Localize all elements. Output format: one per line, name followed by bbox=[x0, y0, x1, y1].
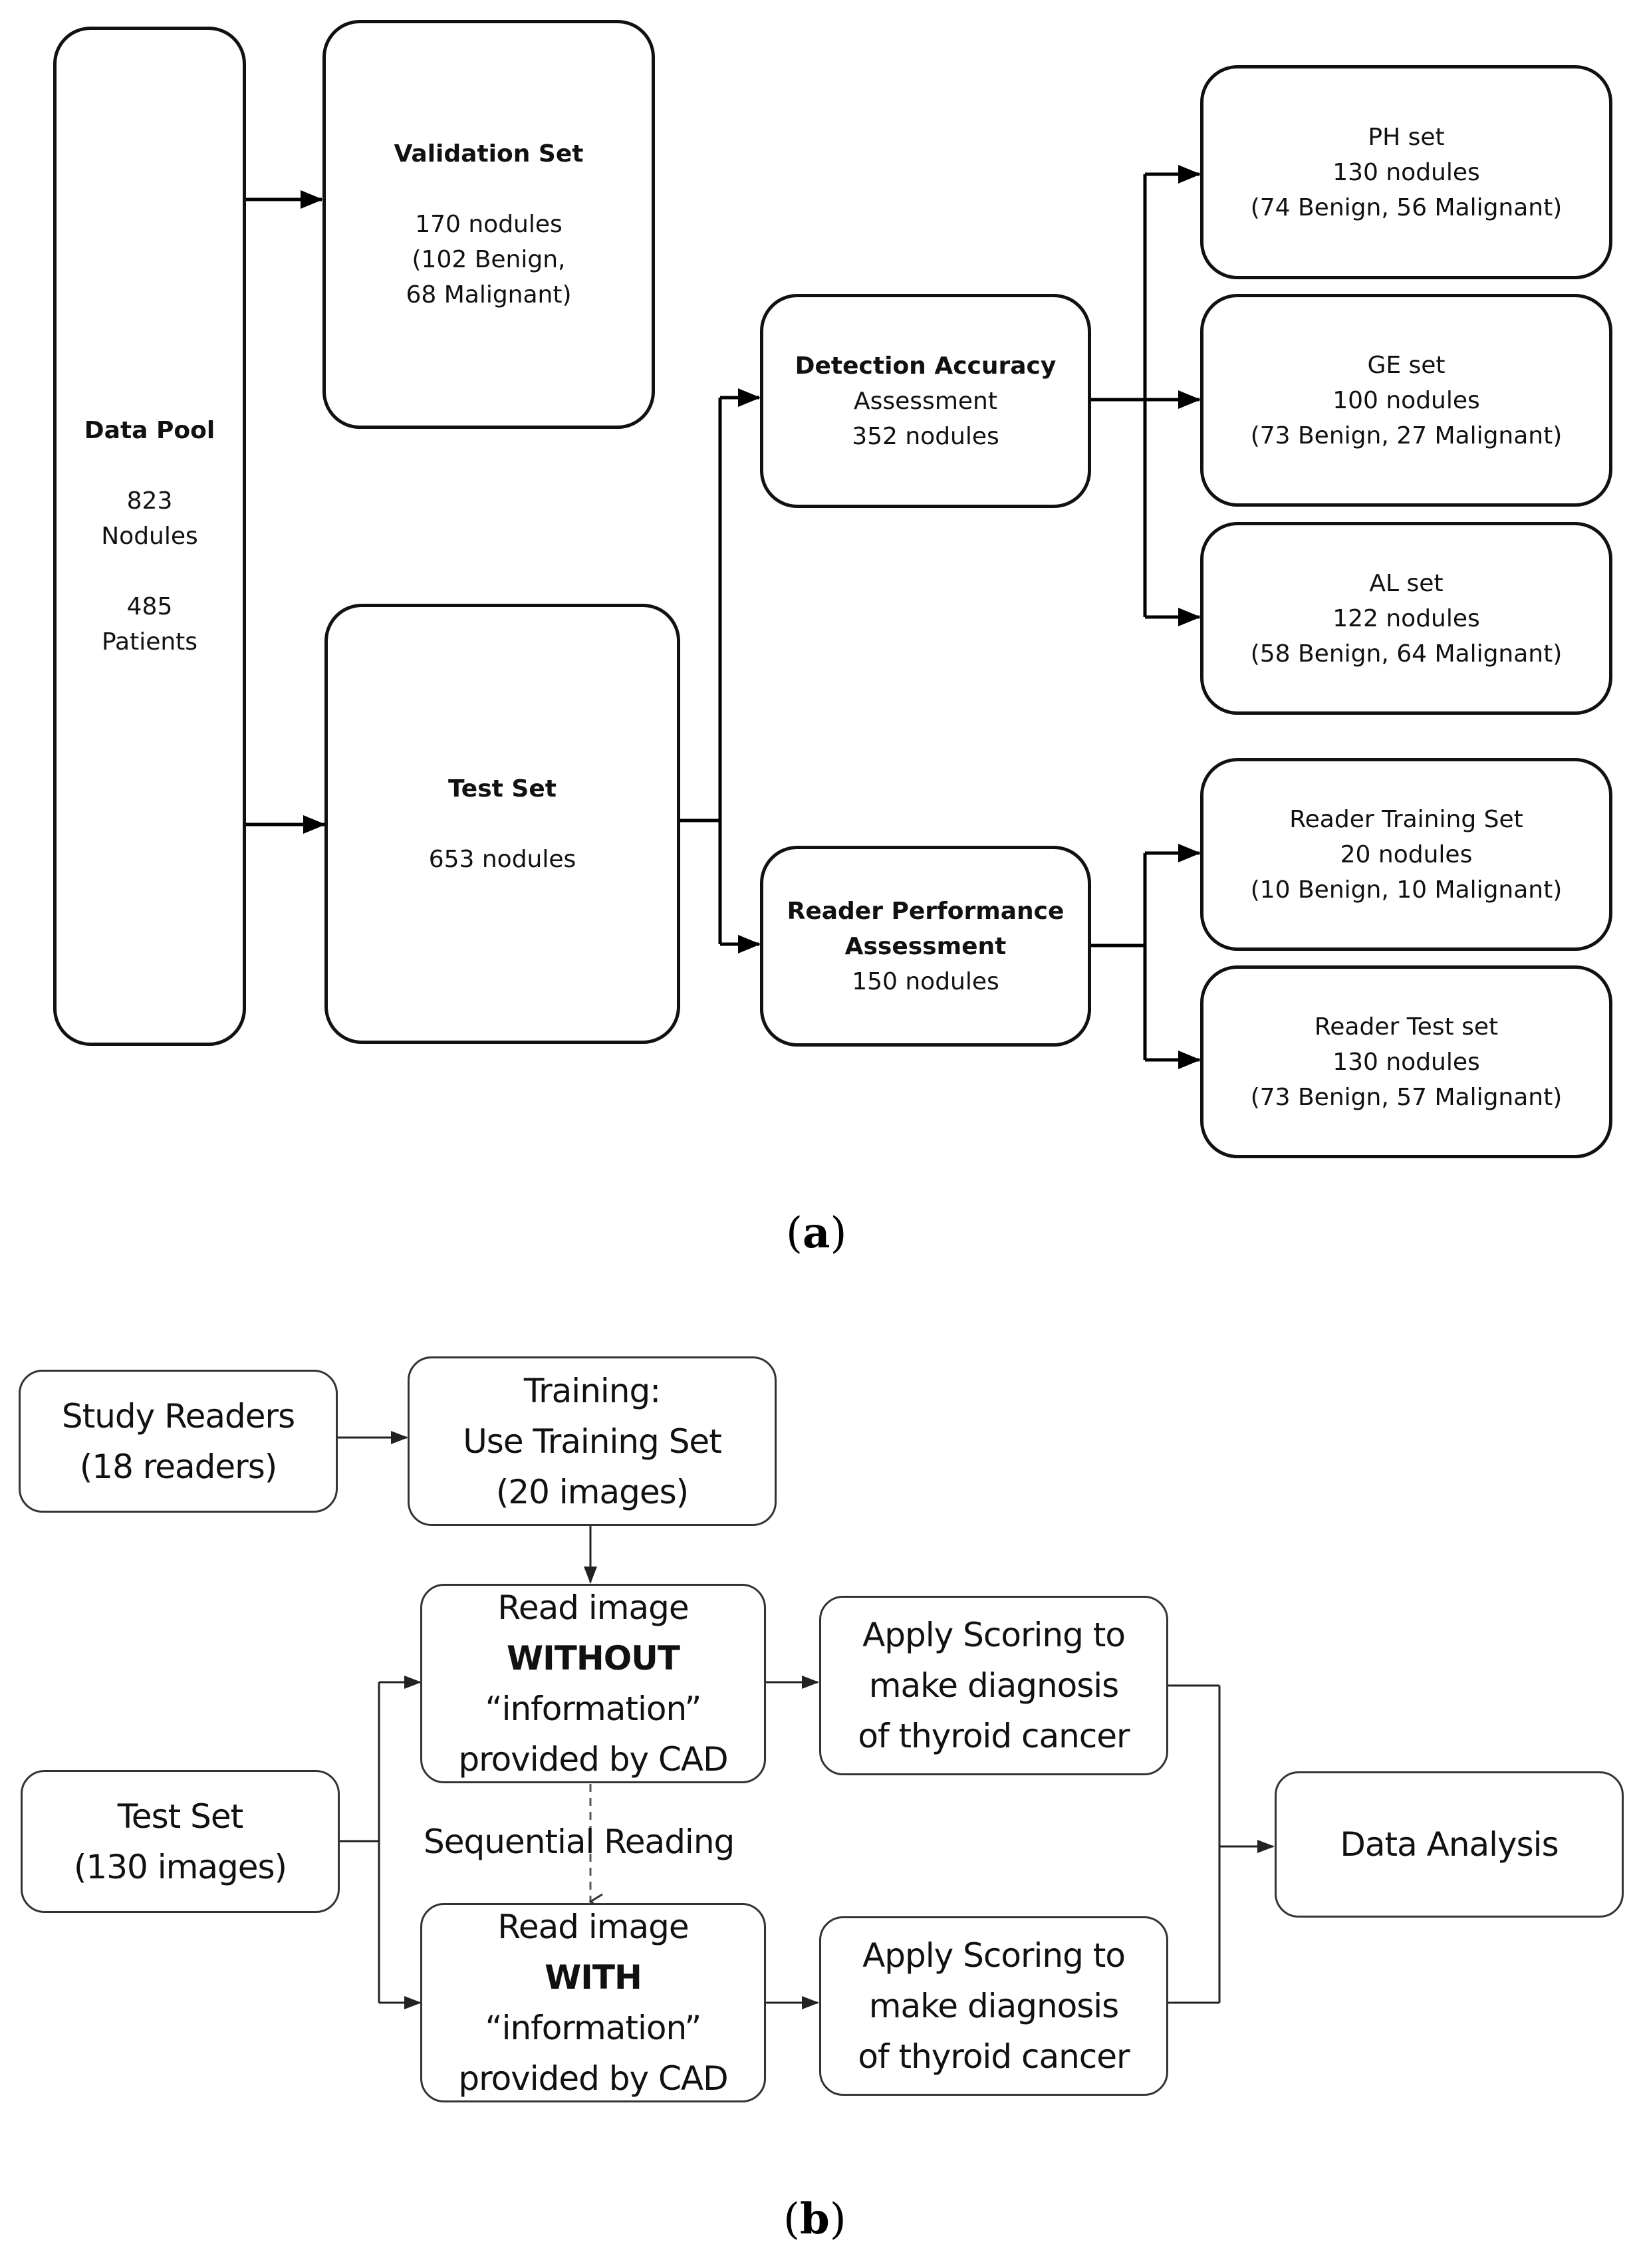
training-box: Training: Use Training Set (20 images) bbox=[408, 1356, 777, 1526]
al-set-box: AL set 122 nodules (58 Benign, 64 Malign… bbox=[1200, 522, 1612, 715]
ge-set-line-1: GE set bbox=[1367, 351, 1446, 379]
test-set-images-line-2: (130 images) bbox=[73, 1847, 287, 1886]
scoring-top-line-3: of thyroid cancer bbox=[858, 1717, 1130, 1755]
detection-accuracy-line-2: 352 nodules bbox=[852, 422, 999, 450]
reader-training-set-line-1: Reader Training Set bbox=[1289, 805, 1523, 833]
reader-training-set-line-3: (10 Benign, 10 Malignant) bbox=[1250, 876, 1563, 904]
reader-training-set-line-2: 20 nodules bbox=[1340, 840, 1473, 868]
validation-set-line-1: 170 nodules bbox=[415, 211, 563, 238]
data-pool-title: Data Pool bbox=[84, 417, 215, 444]
ph-set-line-3: (74 Benign, 56 Malignant) bbox=[1250, 193, 1563, 221]
reader-performance-title-2: Assessment bbox=[844, 932, 1007, 960]
read-with-line-4: provided by CAD bbox=[458, 2059, 728, 2098]
detection-accuracy-box: Detection Accuracy Assessment 352 nodule… bbox=[760, 294, 1091, 508]
read-without-line-4: provided by CAD bbox=[458, 1740, 728, 1779]
reader-performance-box: Reader Performance Assessment 150 nodule… bbox=[760, 846, 1091, 1047]
apply-scoring-bottom-box: Apply Scoring to make diagnosis of thyro… bbox=[819, 1916, 1168, 2096]
read-without-emphasis: WITHOUT bbox=[507, 1639, 680, 1678]
validation-set-title: Validation Set bbox=[394, 140, 584, 168]
read-with-emphasis: WITH bbox=[545, 1958, 642, 1997]
data-pool-nodule-count: 823 bbox=[126, 487, 173, 515]
al-set-line-2: 122 nodules bbox=[1332, 604, 1480, 632]
data-pool-nodules-label: Nodules bbox=[101, 523, 198, 550]
al-set-line-1: AL set bbox=[1369, 569, 1444, 597]
read-without-line-3: “information” bbox=[485, 1690, 702, 1728]
ge-set-line-2: 100 nodules bbox=[1332, 386, 1480, 414]
test-set-title: Test Set bbox=[448, 775, 557, 803]
sequential-reading-label: Sequential Reading bbox=[424, 1823, 735, 1861]
study-readers-line-1: Study Readers bbox=[61, 1396, 295, 1436]
reader-training-set-box: Reader Training Set 20 nodules (10 Benig… bbox=[1200, 758, 1612, 951]
scoring-bottom-line-1: Apply Scoring to bbox=[862, 1936, 1126, 1975]
training-line-1: Training: bbox=[523, 1371, 661, 1410]
data-pool-box: Data Pool 823 Nodules 485 Patients bbox=[53, 27, 246, 1046]
ge-set-box: GE set 100 nodules (73 Benign, 27 Malign… bbox=[1200, 294, 1612, 507]
ph-set-box: PH set 130 nodules (74 Benign, 56 Malign… bbox=[1200, 65, 1612, 279]
figure-label-b-letter: b bbox=[799, 2194, 830, 2244]
data-pool-patients-label: Patients bbox=[101, 628, 198, 656]
al-set-line-3: (58 Benign, 64 Malignant) bbox=[1250, 640, 1563, 668]
ph-set-line-1: PH set bbox=[1368, 123, 1445, 151]
reader-test-set-line-1: Reader Test set bbox=[1314, 1013, 1499, 1041]
reader-test-set-box: Reader Test set 130 nodules (73 Benign, … bbox=[1200, 965, 1612, 1158]
scoring-top-line-2: make diagnosis bbox=[868, 1666, 1119, 1705]
read-without-cad-box: Read image WITHOUT “information” provide… bbox=[420, 1584, 766, 1783]
data-pool-patient-count: 485 bbox=[126, 593, 173, 620]
scoring-bottom-line-3: of thyroid cancer bbox=[858, 2037, 1130, 2076]
validation-set-line-3: 68 Malignant) bbox=[406, 281, 572, 309]
read-without-line-1: Read image bbox=[497, 1588, 689, 1627]
test-set-images-box: Test Set (130 images) bbox=[21, 1770, 340, 1913]
reader-test-set-line-3: (73 Benign, 57 Malignant) bbox=[1250, 1083, 1563, 1111]
scoring-bottom-line-2: make diagnosis bbox=[868, 1987, 1119, 2025]
read-with-line-1: Read image bbox=[497, 1908, 689, 1946]
reader-performance-title-1: Reader Performance bbox=[787, 897, 1065, 925]
read-with-line-3: “information” bbox=[485, 2009, 702, 2047]
test-set-box: Test Set 653 nodules bbox=[324, 604, 680, 1044]
ph-set-line-2: 130 nodules bbox=[1332, 158, 1480, 186]
test-set-line-1: 653 nodules bbox=[428, 845, 576, 873]
diagram-b-connectors bbox=[338, 1431, 1275, 2009]
detection-accuracy-line-1: Assessment bbox=[854, 387, 997, 415]
read-with-cad-box: Read image WITH “information” provided b… bbox=[420, 1903, 766, 2102]
study-readers-box: Study Readers (18 readers) bbox=[19, 1370, 338, 1513]
test-set-images-line-1: Test Set bbox=[117, 1797, 243, 1836]
scoring-top-line-1: Apply Scoring to bbox=[862, 1616, 1126, 1654]
reader-test-set-line-2: 130 nodules bbox=[1332, 1048, 1480, 1076]
training-line-3: (20 images) bbox=[495, 1472, 689, 1511]
data-analysis-label: Data Analysis bbox=[1340, 1825, 1559, 1864]
apply-scoring-top-box: Apply Scoring to make diagnosis of thyro… bbox=[819, 1596, 1168, 1775]
validation-set-line-2: (102 Benign, bbox=[412, 246, 566, 273]
ge-set-line-3: (73 Benign, 27 Malignant) bbox=[1250, 422, 1563, 449]
diagram-a-connectors bbox=[245, 165, 1201, 1069]
figure-label-a: (a) bbox=[786, 1208, 847, 1258]
study-readers-line-2: (18 readers) bbox=[79, 1447, 277, 1486]
training-line-2: Use Training Set bbox=[463, 1422, 722, 1461]
figure-label-a-letter: a bbox=[802, 1208, 830, 1258]
figure-label-b: (b) bbox=[783, 2194, 846, 2244]
data-analysis-box: Data Analysis bbox=[1275, 1771, 1624, 1918]
validation-set-box: Validation Set 170 nodules (102 Benign, … bbox=[322, 20, 655, 429]
reader-performance-line-1: 150 nodules bbox=[852, 967, 999, 995]
detection-accuracy-title: Detection Accuracy bbox=[795, 352, 1057, 380]
